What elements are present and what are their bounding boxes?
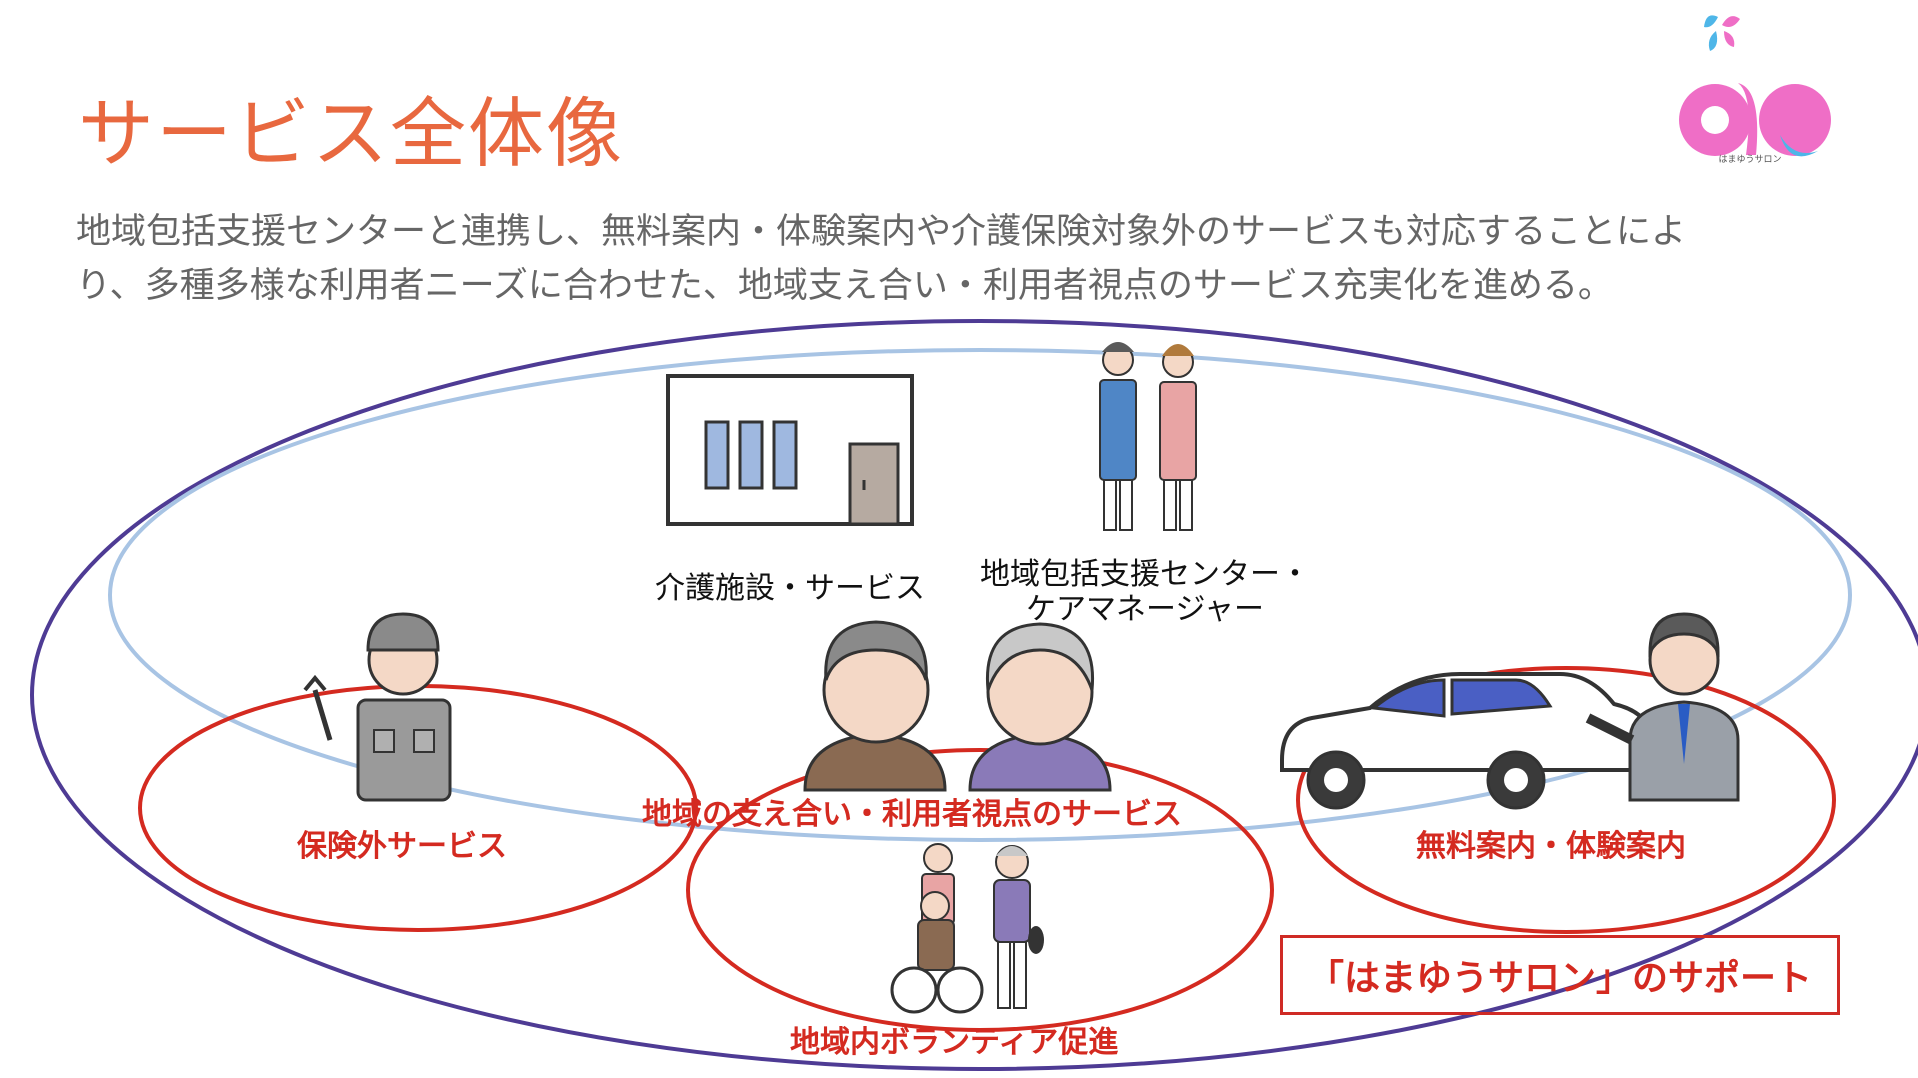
care-manager-staff-icon bbox=[1099, 342, 1197, 531]
label-care-facility: 介護施設・サービス bbox=[655, 571, 925, 606]
businessman-icon bbox=[1585, 612, 1740, 802]
support-box: 「はまゆうサロン」のサポート bbox=[1280, 935, 1840, 1015]
label-support-center: 地域包括支援センター・ ケアマネージャー bbox=[965, 557, 1325, 627]
inner-ellipse bbox=[108, 348, 1852, 842]
label-community-support: 地域の支え合い・利用者視点のサービス bbox=[642, 797, 1182, 832]
label-uninsured-services: 保険外サービス bbox=[297, 829, 507, 864]
volunteer-ellipse bbox=[686, 748, 1274, 1032]
description-line-2: り、多種多様な利用者ニーズに合わせた、地域支え合い・利用者視点のサービス充実化を… bbox=[76, 266, 1613, 306]
label-free-trial: 無料案内・体験案内 bbox=[1416, 829, 1686, 864]
label-support-center-line1: 地域包括支援センター・ bbox=[980, 557, 1310, 592]
description: 地域包括支援センターと連携し、無料案内・体験案内や介護保険対象外のサービスも対応… bbox=[76, 205, 1816, 313]
car-icon bbox=[1280, 672, 1660, 810]
building-icon bbox=[666, 374, 914, 526]
butterfly-logo-icon bbox=[1679, 15, 1831, 157]
page-title: サービス全体像 bbox=[78, 89, 624, 178]
elderly-couple-icon bbox=[803, 620, 1112, 792]
logo-text: はまゆうサロン bbox=[1718, 155, 1782, 165]
label-support-center-line2: ケアマネージャー bbox=[1026, 591, 1264, 627]
volunteer-helper-icon bbox=[890, 843, 1044, 1014]
free-trial-ellipse bbox=[1296, 666, 1836, 934]
mechanic-icon bbox=[303, 612, 452, 802]
outer-ellipse bbox=[30, 319, 1918, 1071]
description-line-1: 地域包括支援センターと連携し、無料案内・体験案内や介護保険対象外のサービスも対応… bbox=[76, 212, 1687, 252]
label-volunteer: 地域内ボランティア促進 bbox=[790, 1025, 1119, 1060]
